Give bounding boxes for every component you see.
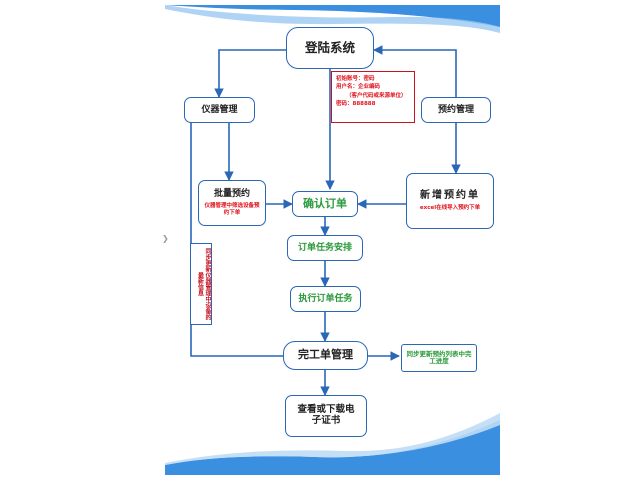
view-download-node: 查看或下载电子证书 <box>285 395 367 437</box>
diagram-sheet: 登陆系统 初始账号：密码 用户名：企业编码 （客户代码或来源单位） 密码：888… <box>165 5 500 475</box>
sync-instrument-text: 同步更新仪器管理中设备的最新信息 <box>196 248 212 320</box>
connector-layer <box>165 5 500 475</box>
top-wave-light <box>165 5 500 33</box>
completion-management-label: 完工单管理 <box>298 348 353 362</box>
view-download-label: 查看或下载电子证书 <box>297 404 355 426</box>
sync-progress-note: 同步更新预约列表中完工进度 <box>401 344 477 372</box>
login-node: 登陆系统 <box>286 27 374 69</box>
bottom-wave-light <box>165 413 500 465</box>
account-line-1: 初始账号：密码 <box>336 76 375 82</box>
task-schedule-label: 订单任务安排 <box>297 242 352 253</box>
execute-task-label: 执行订单任务 <box>298 293 353 304</box>
account-line-2: 用户名：企业编码 <box>336 84 381 91</box>
arrow-reservation-to-login <box>373 45 457 97</box>
bottom-wave-dark <box>165 420 500 475</box>
execute-task-node: 执行订单任务 <box>290 286 361 312</box>
completion-management-node: 完工单管理 <box>283 341 368 370</box>
confirm-order-node: 确认订单 <box>292 191 358 217</box>
login-label: 登陆系统 <box>304 39 355 55</box>
new-order-note: excel在线导入预约下单 <box>419 204 481 211</box>
confirm-order-label: 确认订单 <box>303 196 347 210</box>
batch-reserve-node: 批量预约 仪器管理中筛选设备预约下单 <box>198 180 266 226</box>
task-schedule-node: 订单任务安排 <box>287 235 363 261</box>
top-wave-dark <box>165 5 500 27</box>
reservation-management-node: 预约管理 <box>421 97 491 123</box>
account-info-note: 初始账号：密码 用户名：企业编码 （客户代码或来源单位） 密码：888888 <box>331 71 415 123</box>
sync-instrument-note: 同步更新仪器管理中设备的最新信息 <box>190 243 212 325</box>
batch-reserve-note: 仪器管理中筛选设备预约下单 <box>204 202 260 216</box>
scroll-chevron-icon[interactable]: ❯ <box>162 234 169 243</box>
reservation-management-label: 预约管理 <box>437 104 474 115</box>
account-line-4: 密码：888888 <box>336 100 376 107</box>
instrument-management-label: 仪器管理 <box>201 104 238 115</box>
new-order-label: 新增预约单 <box>420 190 480 202</box>
batch-reserve-label: 批量预约 <box>213 189 250 200</box>
account-line-3: （客户代码或来源单位） <box>346 92 407 99</box>
new-order-node: 新增预约单 excel在线导入预约下单 <box>406 173 494 229</box>
instrument-management-node: 仪器管理 <box>184 97 255 123</box>
sync-progress-text: 同步更新预约列表中完工进度 <box>406 349 472 365</box>
arrow-login-to-instrument <box>214 49 286 98</box>
